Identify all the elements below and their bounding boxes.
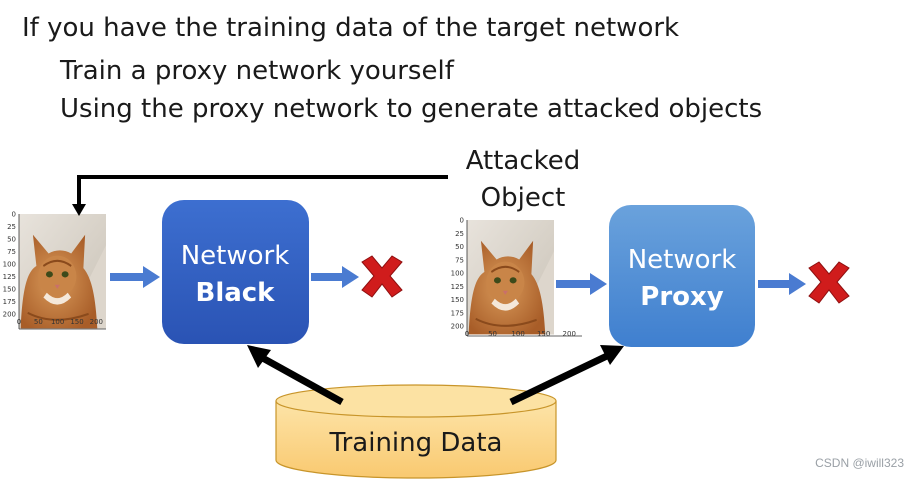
- db-to-proxy-arrow: [509, 351, 611, 406]
- y-tick-label: 0: [460, 217, 464, 225]
- y-tick-label: 50: [455, 243, 464, 251]
- network-proxy-name: Proxy: [640, 282, 724, 312]
- x-tick-label: 0: [17, 318, 21, 326]
- x-tick-label: 200: [563, 330, 576, 338]
- y-tick-label: 125: [3, 273, 16, 281]
- x-tick-label: 150: [70, 318, 83, 326]
- y-tick-label: 50: [7, 236, 16, 244]
- output-arrow-proxy: [758, 273, 806, 295]
- network-black-box: Network Black: [162, 200, 309, 344]
- network-black-name: Black: [196, 278, 276, 308]
- attacked-label-line-2: Object: [480, 183, 566, 213]
- training-data-database: Training Data: [275, 384, 557, 479]
- network-proxy-box: Network Proxy: [609, 205, 755, 347]
- bullet-line-3: Using the proxy network to generate atta…: [60, 94, 763, 124]
- input-arrow-black: [110, 266, 160, 288]
- input-arrow-proxy: [556, 273, 607, 295]
- training-data-label: Training Data: [329, 428, 503, 458]
- x-tick-label: 50: [488, 330, 497, 338]
- y-tick-label: 75: [455, 256, 464, 264]
- bullet-line-2: Train a proxy network yourself: [60, 56, 454, 86]
- x-tick-label: 50: [34, 318, 43, 326]
- y-tick-label: 25: [7, 223, 16, 231]
- y-tick-label: 0: [12, 211, 16, 219]
- feedback-arrow: [77, 175, 448, 205]
- db-to-proxy-arrow-head: [600, 345, 624, 365]
- y-tick-label: 150: [3, 286, 16, 294]
- network-black-word: Network: [181, 241, 290, 271]
- y-tick-label: 100: [3, 261, 16, 269]
- y-tick-label: 150: [451, 296, 464, 304]
- network-proxy-word: Network: [628, 245, 737, 275]
- y-tick-label: 200: [451, 323, 464, 331]
- x-tick-label: 0: [465, 330, 469, 338]
- right-cat-image: [467, 220, 554, 334]
- red-x-icon-proxy: [808, 261, 850, 304]
- x-tick-label: 150: [537, 330, 550, 338]
- x-tick-label: 200: [90, 318, 103, 326]
- feedback-arrow-head: [72, 204, 86, 216]
- y-tick-label: 25: [455, 230, 464, 238]
- left-cat-plot: 0 25 50 75 100 125 150 175 200 0 50 100 150 200: [3, 211, 106, 330]
- db-to-black-arrow-head: [247, 345, 271, 368]
- red-x-icon-black: [361, 255, 403, 298]
- y-tick-label: 75: [7, 248, 16, 256]
- x-tick-label: 100: [511, 330, 524, 338]
- watermark: CSDN @iwill323: [815, 456, 904, 470]
- right-cat-plot: 0 25 50 75 100 125 150 175 200 0 50 100 150 200: [451, 217, 582, 338]
- left-cat-image: [19, 214, 106, 328]
- bullet-line-1: If you have the training data of the tar…: [22, 13, 680, 43]
- attacked-label-line-1: Attacked: [465, 146, 581, 176]
- attacked-object-label: Attacked Object: [458, 143, 588, 217]
- y-tick-label: 200: [3, 311, 16, 319]
- db-to-black-arrow: [257, 352, 344, 406]
- y-tick-label: 100: [451, 270, 464, 278]
- y-tick-label: 125: [451, 283, 464, 291]
- x-tick-label: 100: [51, 318, 64, 326]
- blue-arrows: [110, 266, 806, 295]
- y-tick-label: 175: [451, 309, 464, 317]
- y-tick-label: 175: [3, 298, 16, 306]
- output-arrow-black: [311, 266, 359, 288]
